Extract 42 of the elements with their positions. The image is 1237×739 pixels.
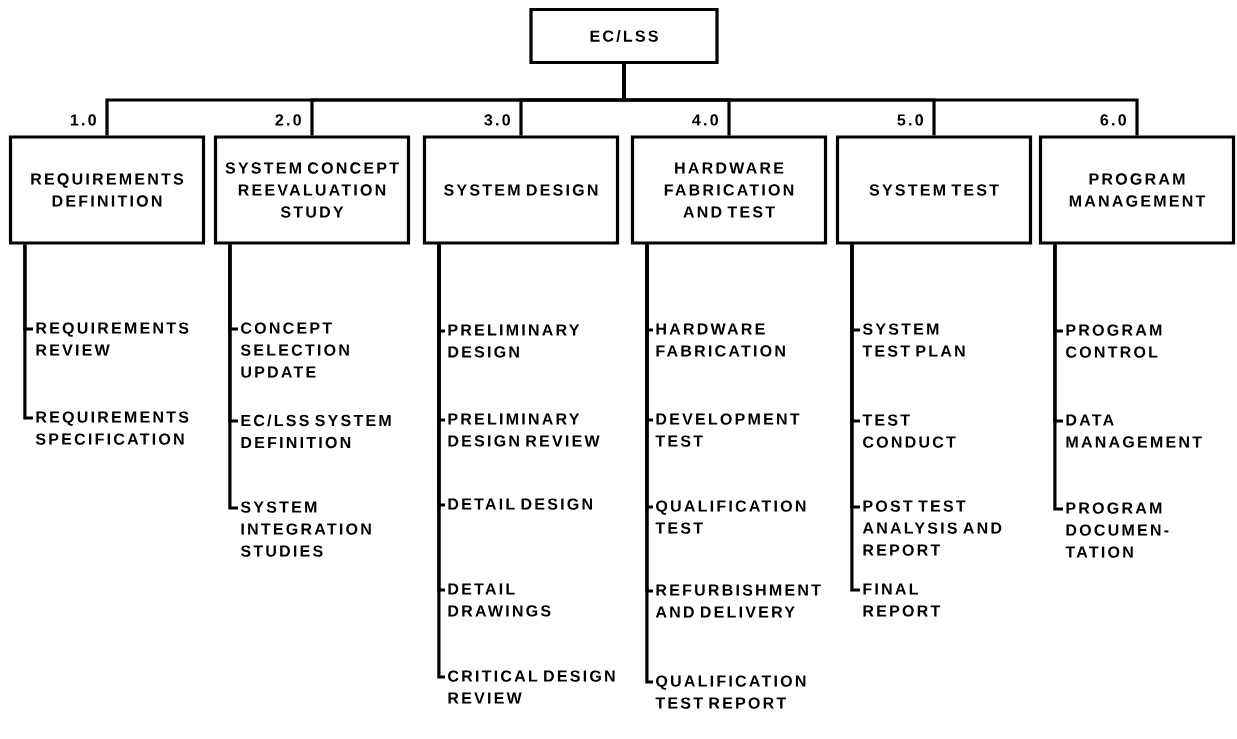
wbs-box: EC/LSS [529, 7, 719, 65]
task-label: POST TEST ANALYSIS AND REPORT [862, 500, 1002, 556]
task-label: FINAL REPORT [863, 583, 941, 617]
task-label: QUALIFICATION TEST REPORT [655, 675, 806, 709]
task-label: PROGRAM DOCUMEN- TATION [1065, 502, 1169, 558]
task-label: SYSTEM TEST PLAN [862, 323, 965, 357]
task-label: SYSTEM INTEGRATION STUDIES [240, 501, 371, 557]
connector-line [1053, 244, 1063, 511]
connector-line [437, 244, 445, 679]
task-label: DETAIL DRAWINGS [448, 583, 551, 617]
wbs-box: PROGRAM MANAGEMENT [1038, 135, 1236, 245]
task-label: PROGRAM CONTROL [1066, 324, 1162, 358]
task-label: DATA MANAGEMENT [1066, 414, 1202, 448]
task-label: REFURBISHMENT AND DELIVERY [655, 584, 821, 618]
wbs-box: SYSTEM CONCEPT REEVALUATION STUDY [213, 135, 411, 245]
task-label: REQUIREMENTS SPECIFICATION [35, 411, 189, 445]
task-label: PRELIMINARY DESIGN REVIEW [448, 413, 600, 447]
task-label: QUALIFICATION TEST [655, 500, 806, 534]
wbs-number: 4.0 [692, 114, 718, 126]
wbs-number: 2.0 [275, 114, 301, 126]
connector-line [622, 64, 1139, 136]
task-label: REQUIREMENTS REVIEW [36, 322, 189, 356]
task-label: TEST CONDUCT [862, 414, 956, 448]
task-label: CONCEPT SELECTION UPDATE [240, 322, 349, 378]
wbs-number: 6.0 [1100, 114, 1126, 126]
task-label: DEVELOPMENT TEST [655, 413, 800, 447]
task-label: HARDWARE FABRICATION [656, 323, 785, 357]
connector-line [645, 244, 653, 684]
task-label: DETAIL DESIGN [448, 498, 592, 510]
connector-line [228, 244, 238, 510]
connector-line [23, 244, 33, 420]
task-label: CRITICAL DESIGN REVIEW [448, 670, 615, 704]
wbs-box: SYSTEM TEST [835, 135, 1033, 245]
task-label: PRELIMINARY DESIGN [448, 324, 580, 358]
wbs-box: HARDWARE FABRICATION AND TEST [630, 135, 828, 245]
wbs-number: 5.0 [897, 114, 923, 126]
wbs-number: 3.0 [484, 114, 510, 126]
wbs-box: REQUIREMENTS DEFINITION [8, 135, 206, 245]
wbs-box: SYSTEM DESIGN [422, 135, 620, 245]
task-label: EC/LSS SYSTEM DEFINITION [241, 414, 391, 449]
wbs-number: 1.0 [70, 114, 96, 126]
connector-line [850, 244, 860, 592]
